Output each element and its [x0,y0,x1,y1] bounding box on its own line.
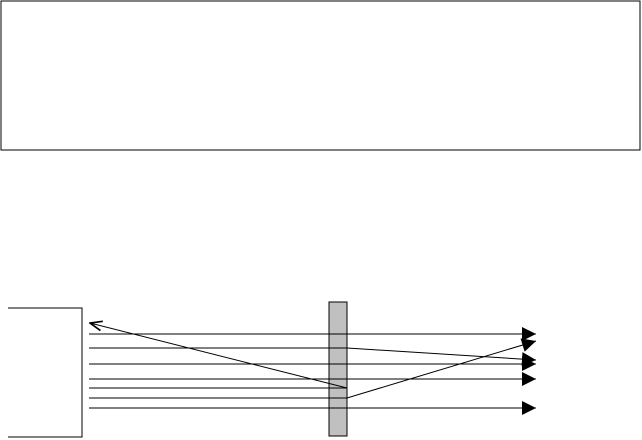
source-block [8,307,83,438]
slab [328,301,348,437]
ray-reflected-back [89,323,348,389]
ray-deflected-down [89,347,537,367]
top-frame [0,0,641,151]
ray-deflected-up [89,338,537,399]
